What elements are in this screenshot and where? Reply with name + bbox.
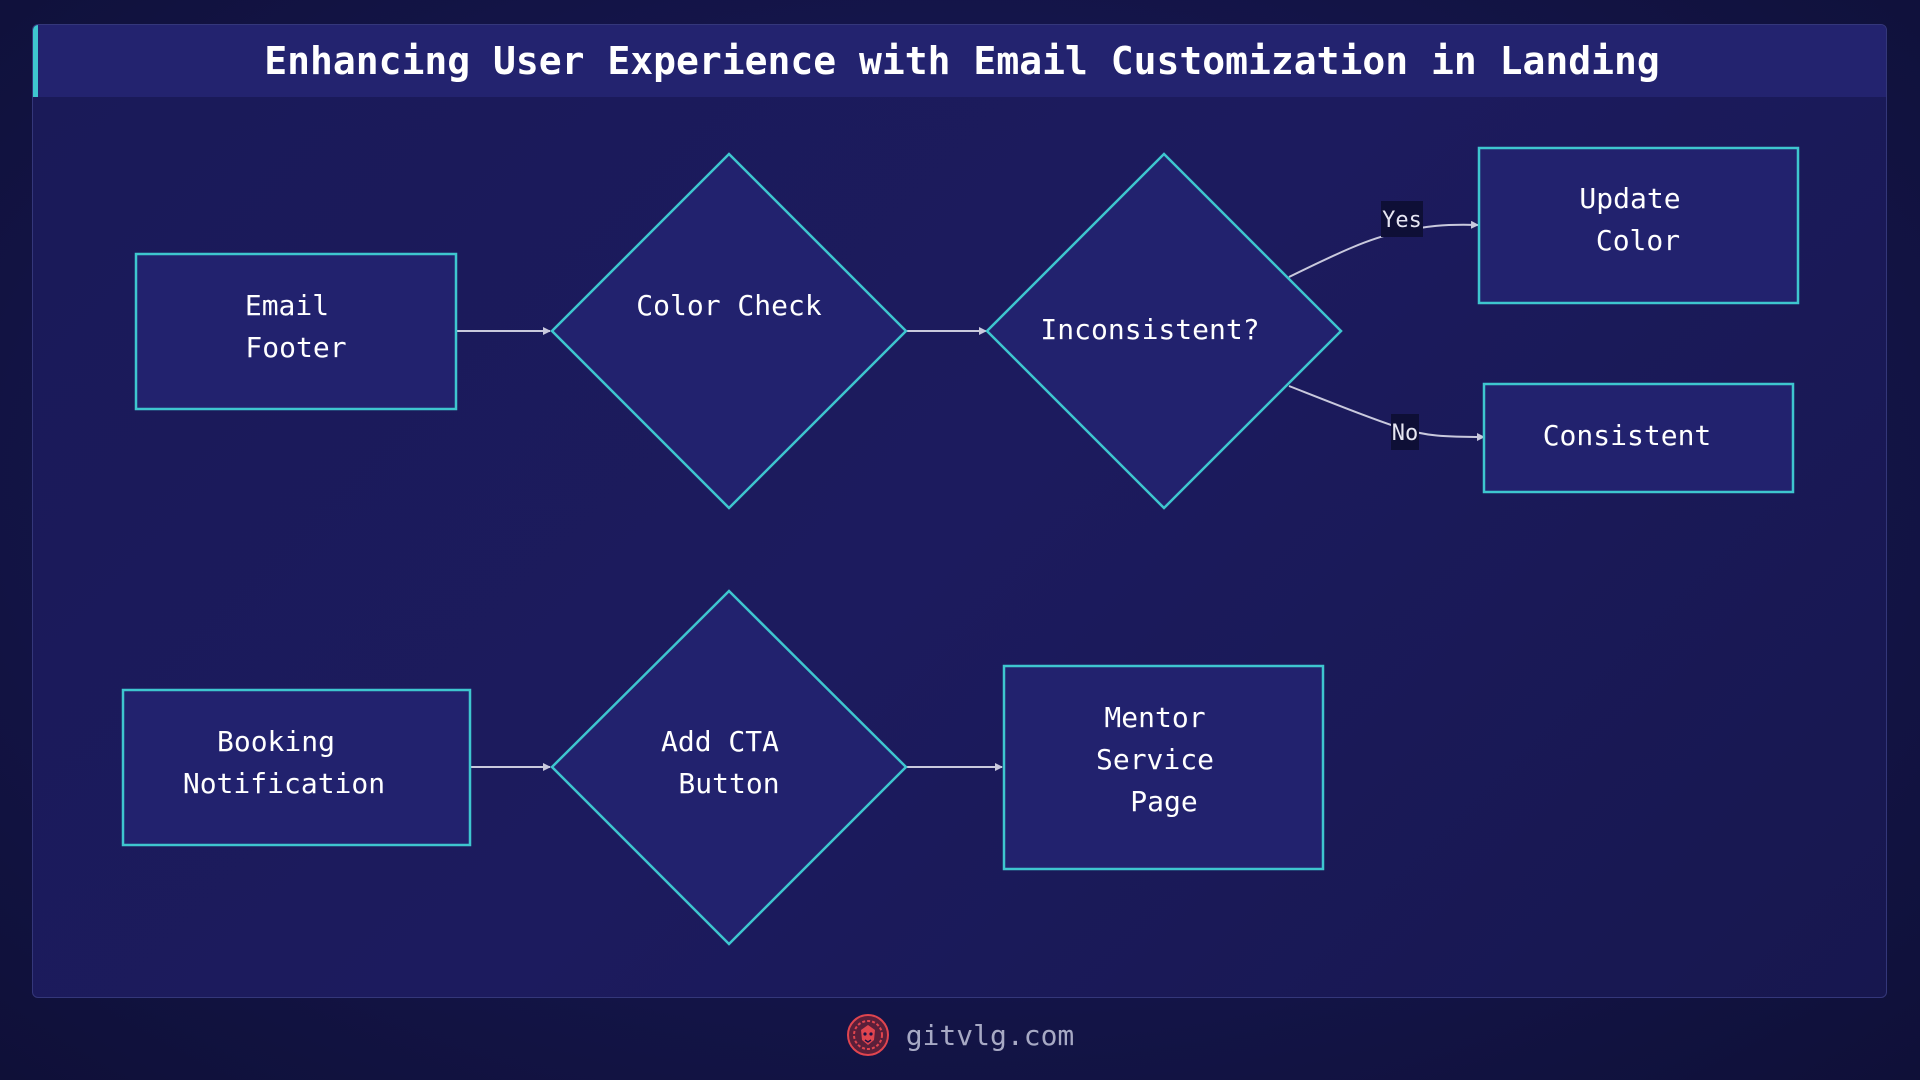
footer-site-link[interactable]: gitvlg.com bbox=[905, 1018, 1075, 1052]
node-booking-notification: Booking Notification bbox=[121, 688, 472, 847]
node-mentor-service-page: Mentor Service Page bbox=[1002, 664, 1325, 871]
node-consistent-line-1: Consistent bbox=[1543, 419, 1712, 452]
footer: gitvlg.com bbox=[0, 1010, 1920, 1060]
node-inconsistent-decision: Inconsistent? bbox=[985, 152, 1343, 510]
node-update-color-line-2: Color bbox=[1596, 224, 1680, 257]
node-booking-line-1: Booking bbox=[217, 725, 335, 758]
svg-text:Yes: Yes bbox=[1382, 208, 1422, 233]
node-mentor-line-2: Service bbox=[1096, 743, 1214, 776]
node-color-check-line-1: Color Check bbox=[636, 289, 822, 322]
node-color-check: Color Check bbox=[550, 152, 908, 510]
svg-text:No: No bbox=[1392, 421, 1419, 446]
node-add-cta-button: Add CTA Button bbox=[550, 589, 908, 946]
node-booking-line-2: Notification bbox=[183, 767, 385, 800]
node-mentor-line-3: Page bbox=[1130, 785, 1197, 818]
node-consistent: Consistent bbox=[1482, 382, 1795, 494]
diagram-title: Enhancing User Experience with Email Cus… bbox=[264, 39, 1660, 83]
node-inconsistent-line-1: Inconsistent? bbox=[1040, 313, 1259, 346]
flowchart: Yes No Email Footer Color Check Inconsis… bbox=[121, 146, 1800, 946]
lion-logo-icon bbox=[846, 1014, 889, 1056]
title-bar: Enhancing User Experience with Email Cus… bbox=[33, 25, 1886, 97]
node-email-footer: Email Footer bbox=[134, 252, 458, 411]
node-update-color: Update Color bbox=[1477, 146, 1800, 305]
edge-inconsistent-to-consistent bbox=[1288, 385, 1485, 441]
node-mentor-line-1: Mentor bbox=[1104, 701, 1205, 734]
node-email-footer-line-2: Footer bbox=[245, 331, 346, 364]
node-email-footer-line-1: Email bbox=[245, 289, 329, 322]
node-add-cta-line-2: Button bbox=[678, 767, 779, 800]
edge-label-no: No bbox=[1391, 414, 1419, 450]
edge-label-yes: Yes bbox=[1381, 201, 1423, 237]
node-update-color-line-1: Update bbox=[1579, 182, 1680, 215]
node-add-cta-line-1: Add CTA bbox=[661, 725, 779, 758]
